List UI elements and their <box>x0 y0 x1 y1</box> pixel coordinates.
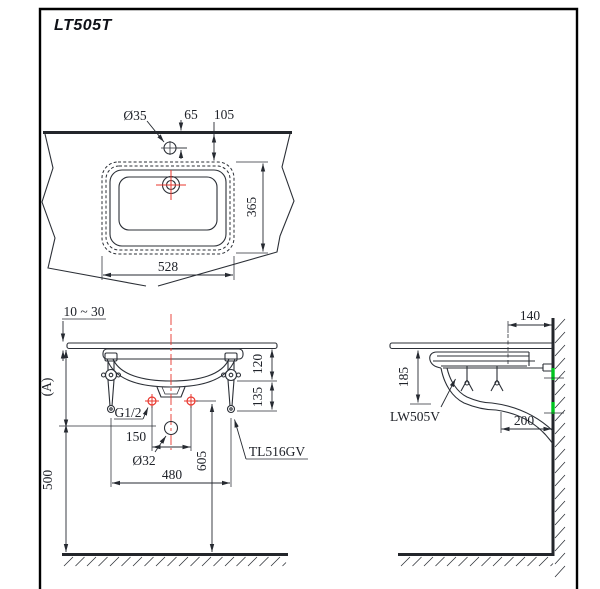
dim-floor-to-drain: 500 <box>40 470 55 491</box>
basin-cutout-dashed-outer <box>101 161 235 255</box>
leader-valve-model <box>234 419 247 460</box>
front-view: 10 ~ 30 (A) 500 120 135 G1/2 150 Ø32 480… <box>39 304 308 567</box>
dim-basin-width: 528 <box>158 259 179 274</box>
leader-drain-dia <box>154 435 167 453</box>
basin-cutout-dashed-inner <box>105 165 231 251</box>
sheet-border <box>38 7 579 589</box>
label-valve-model: TL516GV <box>249 444 305 459</box>
counter-break-left <box>41 133 147 287</box>
dim-trap-from-wall: 200 <box>514 413 535 428</box>
dim-hole-from-wall: 65 <box>184 107 198 122</box>
drain-target-red-crosshair <box>156 170 186 200</box>
dim-install-height: (A) <box>39 378 54 397</box>
label-supply-thread: G1/2 <box>115 405 142 420</box>
front-extension-lines <box>59 318 308 487</box>
dim-supply-spacing: 150 <box>126 429 147 444</box>
leader-faucet-dia <box>146 120 165 143</box>
dim-counter-to-base: 185 <box>396 367 411 388</box>
label-basin-model: LW505V <box>390 409 440 424</box>
side-extension-lines <box>410 321 564 433</box>
page-title: LT505T <box>54 17 113 34</box>
dim-basin-depth: 365 <box>244 197 259 218</box>
counter-slab-side <box>389 342 554 350</box>
supply-right-crosshair <box>184 394 198 408</box>
wall-hatching <box>554 318 566 578</box>
dim-counter-thickness: 10 ~ 30 <box>63 304 104 319</box>
basin-profile-side <box>429 351 554 445</box>
drain-outlet <box>163 420 179 436</box>
plan-view: Ø35 65 105 365 528 <box>41 107 295 287</box>
dim-rim-to-hanger: 120 <box>250 354 265 375</box>
counter-slab-front <box>66 342 278 350</box>
label-drain-dia: Ø32 <box>132 453 155 468</box>
supply-left-crosshair <box>145 394 159 408</box>
dim-faucet-dia: Ø35 <box>123 108 146 123</box>
valve-right <box>220 352 242 414</box>
dim-hole-from-wall-side: 140 <box>520 308 541 323</box>
leader-supply-thread <box>142 407 149 420</box>
dim-valve-spacing: 480 <box>162 467 183 482</box>
side-view: 140 185 LW505V 200 <box>389 308 566 578</box>
dim-floor-to-supply: 605 <box>194 451 209 472</box>
floor-hatching-side <box>400 556 554 567</box>
plan-extension-lines <box>101 147 268 280</box>
hanger-bolts <box>460 365 504 392</box>
counter-break-right <box>157 133 295 287</box>
basin-rim-front <box>102 348 244 360</box>
dim-basin-from-wall: 105 <box>214 107 235 122</box>
leader-basin-model <box>440 378 456 408</box>
dim-hanger-to-valve: 135 <box>250 387 265 408</box>
valve-left <box>100 352 122 414</box>
floor-hatching-front <box>63 556 287 567</box>
basin-rim-plan <box>109 169 227 247</box>
